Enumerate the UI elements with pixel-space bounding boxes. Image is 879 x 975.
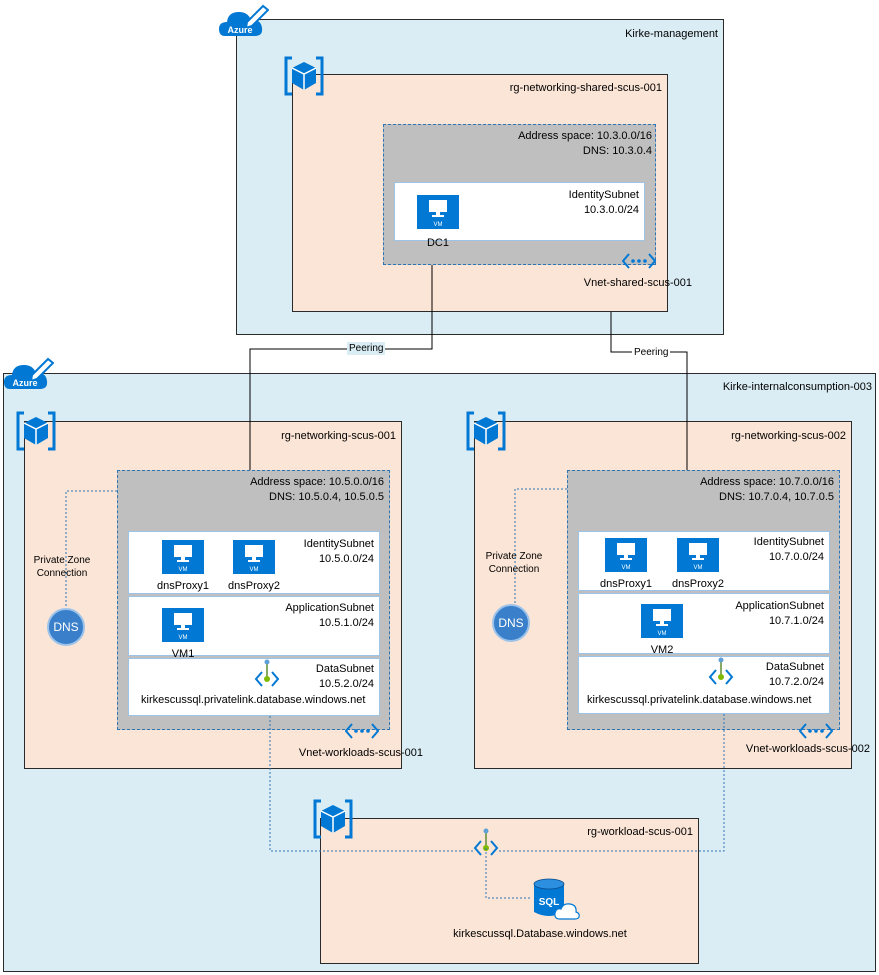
vm-name-dnsproxy2: dnsProxy2 bbox=[672, 578, 724, 590]
vnet-workloads-002-address-space: Address space: 10.7.0.0/16 bbox=[700, 476, 834, 488]
dns-zone-icon-001: DNS bbox=[47, 608, 85, 646]
sql-database-name: kirkescussql.Database.windows.net bbox=[453, 928, 627, 940]
vm-icon-vm2: VM bbox=[641, 604, 683, 638]
subnet-002-identity-name: IdentitySubnet bbox=[753, 536, 824, 548]
vm-icon-dnsproxy2: VM bbox=[233, 540, 275, 574]
svg-text:VM: VM bbox=[434, 222, 443, 228]
resource-group-networking-002-name: rg-networking-scus-002 bbox=[731, 430, 846, 442]
peering-label-1: Peering bbox=[347, 342, 386, 355]
resource-group-icon bbox=[311, 797, 355, 841]
subnet-002-data-cidr: 10.7.2.0/24 bbox=[768, 676, 824, 688]
vm-name-vm1: VM1 bbox=[171, 648, 195, 660]
svg-text:VM: VM bbox=[179, 567, 188, 573]
subnet-002-data-name: DataSubnet bbox=[765, 661, 824, 673]
subnet-001-identity-cidr: 10.5.0.0/24 bbox=[318, 553, 374, 565]
svg-text:VM: VM bbox=[250, 567, 259, 573]
svg-text:VM: VM bbox=[179, 635, 188, 641]
subnet-002-application-cidr: 10.7.1.0/24 bbox=[768, 615, 824, 627]
subnet-001-application-name: ApplicationSubnet bbox=[285, 602, 374, 614]
vnet-icon bbox=[798, 722, 834, 740]
vnet-workloads-002-name: Vnet-workloads-scus-002 bbox=[745, 743, 870, 755]
vnet-workloads-002-dns: DNS: 10.7.0.4, 10.7.0.5 bbox=[719, 491, 834, 503]
resource-group-icon bbox=[282, 54, 326, 98]
sql-icon-label: SQL bbox=[539, 897, 560, 908]
vnet-shared-dns: DNS: 10.3.0.4 bbox=[582, 145, 652, 157]
resource-group-icon bbox=[14, 409, 58, 453]
resource-group-networking-001-name: rg-networking-scus-001 bbox=[281, 430, 396, 442]
vnet-workloads-001-address-space: Address space: 10.5.0.0/16 bbox=[250, 476, 384, 488]
private-zone-connection-label-001: Private Zone Connection bbox=[33, 555, 91, 579]
vm-icon-dnsproxy2: VM bbox=[677, 538, 719, 572]
vm-icon-dnsproxy1: VM bbox=[162, 540, 204, 574]
peering-label-2: Peering bbox=[632, 346, 671, 359]
vnet-shared-address-space: Address space: 10.3.0.0/16 bbox=[518, 130, 652, 142]
vm-name-dnsproxy1: dnsProxy1 bbox=[600, 578, 652, 590]
vnet-icon bbox=[621, 252, 657, 270]
subnet-shared-identity-name: IdentitySubnet bbox=[568, 189, 639, 201]
svg-text:VM: VM bbox=[622, 565, 631, 571]
azure-cloud-label: Azure bbox=[12, 378, 37, 388]
subnet-shared-identity-cidr: 10.3.0.0/24 bbox=[583, 204, 639, 216]
subscription-management-name: Kirke-management bbox=[625, 28, 718, 40]
vnet-workloads-001-name: Vnet-workloads-scus-001 bbox=[298, 747, 423, 759]
resource-group-workload-name: rg-workload-scus-001 bbox=[587, 826, 693, 838]
subnet-002-application bbox=[578, 593, 830, 654]
svg-text:VM: VM bbox=[658, 631, 667, 637]
subnet-001-data-name: DataSubnet bbox=[315, 663, 374, 675]
subnet-001-application-cidr: 10.5.1.0/24 bbox=[318, 617, 374, 629]
azure-cloud-icon: Azure bbox=[217, 2, 270, 40]
vm-icon-vm1: VM bbox=[162, 608, 204, 642]
azure-cloud-label: Azure bbox=[227, 25, 252, 35]
azure-cloud-icon: Azure bbox=[2, 355, 55, 393]
private-endpoint-icon bbox=[473, 827, 499, 861]
resource-group-shared-name: rg-networking-shared-scus-001 bbox=[509, 82, 662, 94]
vnet-workloads-001-dns: DNS: 10.5.0.4, 10.5.0.5 bbox=[269, 491, 384, 503]
private-endpoint-icon bbox=[708, 656, 734, 690]
vnet-shared-name: Vnet-shared-scus-001 bbox=[583, 277, 692, 289]
vm-icon-dc1: VM bbox=[417, 195, 459, 229]
private-endpoint-icon bbox=[254, 658, 280, 692]
vnet-icon bbox=[344, 722, 380, 740]
subnet-001-private-endpoint: kirkescussql.privatelink.database.window… bbox=[141, 694, 366, 706]
dns-zone-icon-002: DNS bbox=[492, 604, 530, 642]
subnet-002-data bbox=[578, 656, 830, 714]
vm-icon-dnsproxy1: VM bbox=[605, 538, 647, 572]
subnet-001-data-cidr: 10.5.2.0/24 bbox=[318, 678, 374, 690]
subscription-consumption-name: Kirke-internalconsumption-003 bbox=[722, 381, 872, 393]
vm-name-vm2: VM2 bbox=[650, 644, 674, 656]
resource-group-icon bbox=[464, 409, 508, 453]
subnet-001-data bbox=[128, 658, 380, 716]
sql-database-icon: SQL bbox=[530, 876, 580, 922]
vm-name-dc1: DC1 bbox=[426, 237, 449, 249]
svg-text:VM: VM bbox=[694, 565, 703, 571]
subnet-002-identity-cidr: 10.7.0.0/24 bbox=[768, 551, 824, 563]
subnet-001-identity-name: IdentitySubnet bbox=[303, 538, 374, 550]
vm-name-dnsproxy1: dnsProxy1 bbox=[157, 580, 209, 592]
private-zone-connection-label-002: Private Zone Connection bbox=[485, 551, 543, 575]
vm-name-dnsproxy2: dnsProxy2 bbox=[228, 580, 280, 592]
subnet-002-private-endpoint: kirkescussql.privatelink.database.window… bbox=[587, 694, 812, 706]
resource-group-workload bbox=[320, 818, 699, 964]
subnet-002-application-name: ApplicationSubnet bbox=[735, 600, 824, 612]
